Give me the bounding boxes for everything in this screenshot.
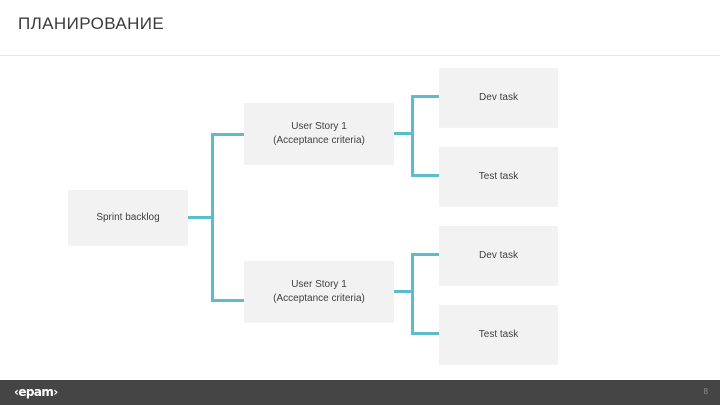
- connector-root-to-story-2: [211, 299, 246, 302]
- page-number: 8: [703, 387, 708, 396]
- node-user-story-1-label: User Story 1 (Acceptance criteria): [273, 121, 365, 146]
- node-dev-task-1-label: Dev task: [479, 91, 518, 103]
- page-title: ПЛАНИРОВАНИЕ: [18, 14, 165, 33]
- connector-story-2-to-task-3: [411, 253, 442, 256]
- node-user-story-2-label: User Story 1 (Acceptance criteria): [273, 279, 365, 304]
- node-dev-task-2-label: Dev task: [479, 249, 518, 261]
- node-dev-task-1[interactable]: Dev task: [439, 68, 558, 127]
- node-test-task-1-label: Test task: [478, 170, 519, 182]
- node-user-story-1[interactable]: User Story 1 (Acceptance criteria): [244, 103, 394, 164]
- connector-story-2-to-task-4: [411, 332, 442, 335]
- connector-story-1-to-task-1: [411, 95, 442, 98]
- sprint-breakdown-diagram: Sprint backlog User Story 1 (Acceptance …: [0, 56, 720, 380]
- connector-root-to-story-1: [211, 133, 246, 136]
- connector-story-2-trunk: [411, 253, 414, 335]
- connector-root-stub: [188, 216, 214, 219]
- connector-story-1-trunk: [411, 95, 414, 177]
- connector-story-1-to-task-2: [411, 174, 442, 177]
- node-dev-task-2[interactable]: Dev task: [439, 226, 558, 285]
- node-sprint-backlog[interactable]: Sprint backlog: [68, 190, 188, 245]
- node-test-task-2[interactable]: Test task: [439, 305, 558, 364]
- header-divider: [0, 55, 720, 56]
- node-sprint-backlog-label: Sprint backlog: [96, 211, 160, 223]
- node-test-task-1[interactable]: Test task: [439, 147, 558, 206]
- connector-story-2-stub: [394, 290, 414, 293]
- connector-root-trunk: [211, 133, 214, 302]
- slide-footer: ‹epam› 8: [0, 380, 720, 405]
- epam-logo: ‹epam›: [14, 385, 58, 399]
- node-test-task-2-label: Test task: [478, 328, 519, 340]
- connector-story-1-stub: [394, 132, 414, 135]
- node-user-story-2[interactable]: User Story 1 (Acceptance criteria): [244, 261, 394, 322]
